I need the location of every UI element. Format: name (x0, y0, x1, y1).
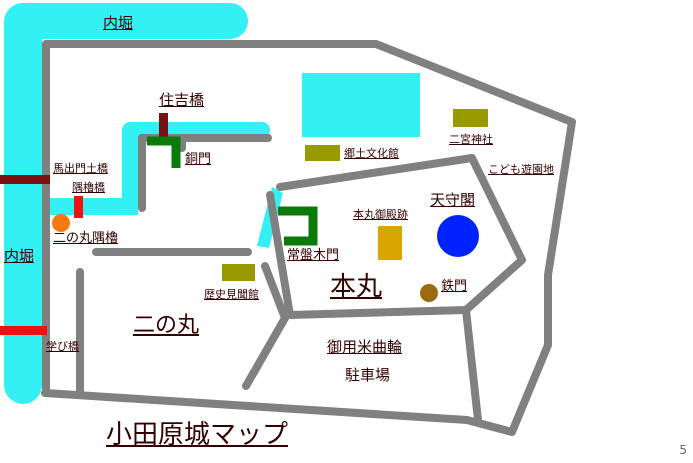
kyodo-bunkakan-marker (305, 145, 340, 161)
bridge-sumiyoshi (159, 113, 168, 141)
moat-top-left (3, 3, 248, 404)
buildings (52, 109, 488, 302)
label-akagane-mon: 銅門 (185, 152, 212, 167)
label-goyomai-kuruwa: 御用米曲輪 (327, 338, 403, 356)
label-manabi-bashi: 学び橋 (46, 340, 79, 353)
label-ninomaru: 二の丸 (133, 313, 200, 338)
label-sumiyagura-bashi: 隅櫓橋 (72, 181, 105, 194)
label-kodomo-yuenchi: こども遊園地 (488, 163, 554, 176)
path-south-3 (462, 306, 482, 424)
label-tokiwagi-mon: 常盤木門 (287, 248, 340, 263)
label-rekishi-kenbunkan: 歴史見聞館 (204, 288, 259, 301)
gate-tokiwagi (278, 206, 318, 246)
label-chushajo: 駐車場 (345, 366, 391, 384)
path-outer-top (41, 40, 576, 436)
path-south-1 (242, 314, 289, 390)
paths (41, 40, 576, 436)
ninomaru-sumiyagura-marker (52, 214, 70, 232)
gate-akagane (147, 136, 181, 168)
ninomiya-jinja-marker (453, 109, 488, 127)
label-honmaru: 本丸 (330, 272, 383, 302)
label-kyodo-bunkakan: 郷土文化館 (344, 147, 399, 160)
gates (147, 136, 318, 246)
page-number: 5 (679, 443, 687, 457)
bridges (0, 113, 168, 335)
label-tetsumon: 鉄門 (441, 279, 468, 294)
moat-north-pond (302, 73, 420, 137)
path-south-2 (261, 262, 289, 322)
honmaru-goten-ato-marker (378, 226, 402, 260)
label-ninomiya-jinja: 二宮神社 (449, 133, 493, 146)
tenshukaku-marker (437, 215, 479, 257)
label-umadashimon-dobashi: 馬出門土橋 (53, 162, 108, 175)
label-tenshukaku: 天守閣 (430, 191, 476, 209)
bridge-umadashimon-dobashi (0, 175, 50, 184)
moat-branch (42, 122, 270, 215)
bridge-manabi (0, 326, 47, 335)
label-ninomaru-sumiyagura: 二の丸隅櫓 (53, 231, 119, 246)
path-honmaru (266, 154, 526, 319)
tetsumon-marker (420, 284, 438, 302)
map-title: 小田原城マップ (106, 420, 289, 450)
label-uchibori-left: 内堀 (4, 247, 35, 265)
label-honmaru-goten-ato: 本丸御殿跡 (353, 208, 408, 221)
label-uchibori-top: 内堀 (103, 14, 134, 32)
rekishi-kenbunkan-marker (222, 264, 255, 281)
label-sumiyoshi-bashi: 住吉橋 (159, 91, 205, 109)
bridge-sumiyagura (74, 196, 83, 218)
